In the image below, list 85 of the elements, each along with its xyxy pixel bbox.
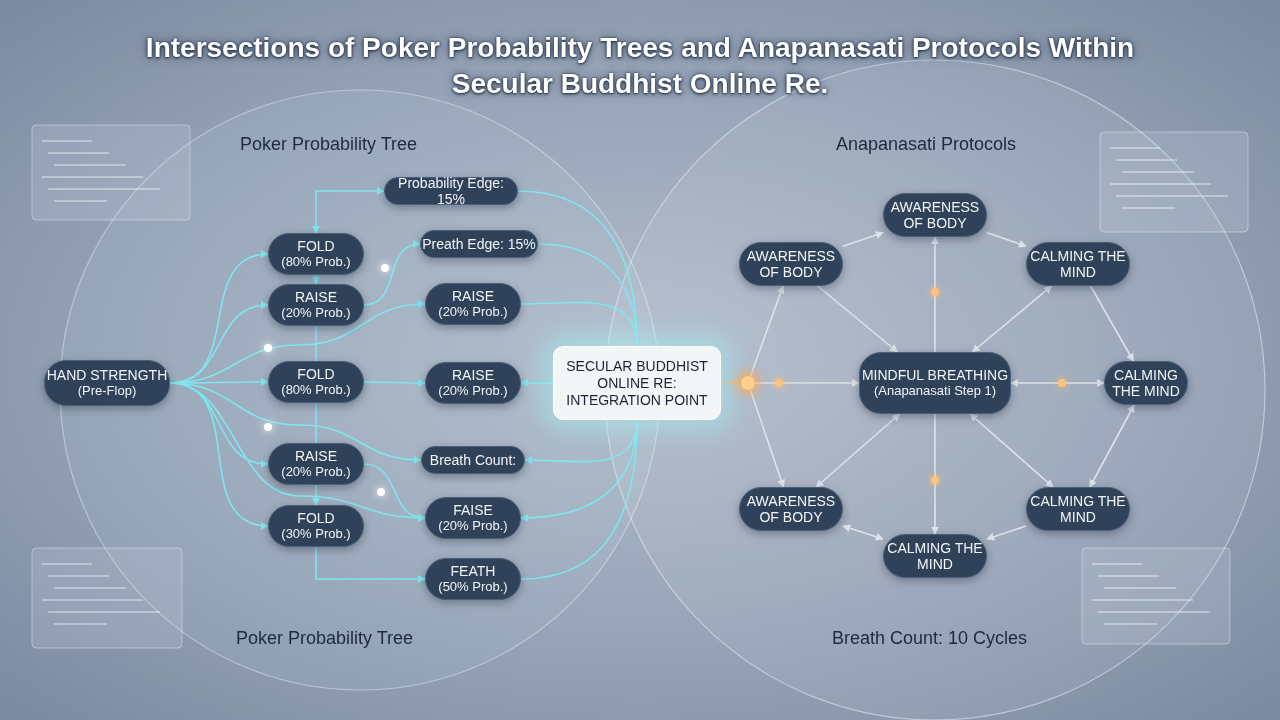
section-label: Anapanasati Protocols	[836, 134, 1017, 155]
section-label: Poker Probability Tree	[236, 628, 414, 649]
process-pill	[421, 446, 525, 474]
arrow	[986, 525, 1027, 541]
process-pill	[268, 233, 364, 275]
node-label: FOLD	[297, 238, 335, 254]
process-pill	[44, 360, 170, 406]
node-label: FAISE	[453, 502, 493, 518]
arrow	[749, 389, 785, 488]
process-pill	[425, 558, 521, 600]
node-label: (50% Prob.)	[438, 579, 508, 595]
arrow	[816, 285, 899, 353]
process-pill	[739, 487, 843, 531]
node-label: RAISE	[452, 288, 494, 304]
arrow	[315, 546, 426, 583]
arrow	[986, 232, 1027, 248]
integration-box	[553, 346, 721, 420]
process-pill	[425, 497, 521, 539]
process-pill	[739, 242, 843, 286]
node-label: (20% Prob.)	[438, 518, 508, 534]
node-label: Probability Edge: 15%	[397, 175, 505, 207]
node-label: (80% Prob.)	[281, 254, 351, 270]
process-pill	[1026, 242, 1130, 286]
node-label: CALMING THE MIND	[886, 540, 984, 572]
node-label: (20% Prob.)	[281, 305, 351, 321]
node-label: CALMING THE MIND	[1029, 493, 1127, 525]
process-pill	[425, 283, 521, 325]
arrow	[520, 379, 554, 387]
node-label: (Anapanasati Step 1)	[873, 383, 997, 399]
node-label: FEATH	[450, 563, 496, 579]
arrow	[815, 413, 901, 488]
arrow	[1089, 404, 1135, 488]
node-label: FOLD	[297, 510, 335, 526]
process-pill	[883, 534, 987, 578]
arrow	[931, 236, 939, 353]
arrow	[842, 524, 884, 541]
node-label: (20% Prob.)	[438, 383, 508, 399]
glow-dot-node	[741, 376, 755, 390]
node-label: CALMING THE MIND	[1111, 367, 1181, 399]
process-pill	[268, 361, 364, 403]
section-label: Poker Probability Tree	[240, 134, 418, 155]
node-label: AWARENESS OF BODY	[745, 493, 837, 525]
node-label: HAND STRENGTH	[46, 367, 168, 383]
node-label: RAISE	[295, 289, 337, 305]
node-label: RAISE	[452, 367, 494, 383]
process-pill	[425, 362, 521, 404]
process-pill	[420, 230, 538, 258]
section-label: Breath Count: 10 Cycles	[832, 628, 1028, 649]
node-label: AWARENESS OF BODY	[745, 248, 837, 280]
process-pill	[859, 352, 1011, 414]
node-label: (20% Prob.)	[438, 304, 508, 320]
arrow	[1089, 285, 1135, 362]
process-pill	[268, 505, 364, 547]
arrow	[931, 413, 939, 535]
arrow	[1010, 379, 1105, 387]
node-label: SECULAR BUDDHIST ONLINE RE: INTEGRATION POINT	[565, 357, 709, 409]
node-label: (Pre-Flop)	[77, 383, 137, 399]
process-pill	[268, 284, 364, 326]
node-label: MINDFUL BREATHING	[861, 367, 1009, 383]
process-pill	[268, 443, 364, 485]
node-label: AWARENESS OF BODY	[889, 199, 981, 231]
node-label: Preath Edge: 15%	[422, 236, 536, 252]
node-label: (80% Prob.)	[281, 382, 351, 398]
arrow	[312, 484, 320, 506]
arrow	[749, 285, 785, 377]
process-pill	[384, 177, 518, 205]
process-pill	[1026, 487, 1130, 531]
arrow	[363, 241, 421, 306]
arrow	[842, 231, 884, 248]
arrow	[312, 274, 320, 285]
arrow	[754, 379, 860, 387]
node-label: CALMING THE MIND	[1029, 248, 1127, 280]
arrow	[969, 413, 1054, 488]
node-label: FOLD	[297, 366, 335, 382]
node-label: (20% Prob.)	[281, 464, 351, 480]
arrow	[363, 463, 426, 522]
process-pill	[1104, 361, 1188, 405]
arrow	[971, 285, 1053, 353]
diagram-title: Intersections of Poker Probability Trees and Anapanasati Protocols Within Secular Buddhist Online Re.	[144, 31, 1136, 101]
arrow	[363, 379, 426, 387]
node-label: (30% Prob.)	[281, 526, 351, 542]
process-pill	[883, 193, 987, 237]
node-label: Breath Count:	[429, 452, 517, 468]
arrow	[312, 187, 385, 234]
node-label: RAISE	[295, 448, 337, 464]
